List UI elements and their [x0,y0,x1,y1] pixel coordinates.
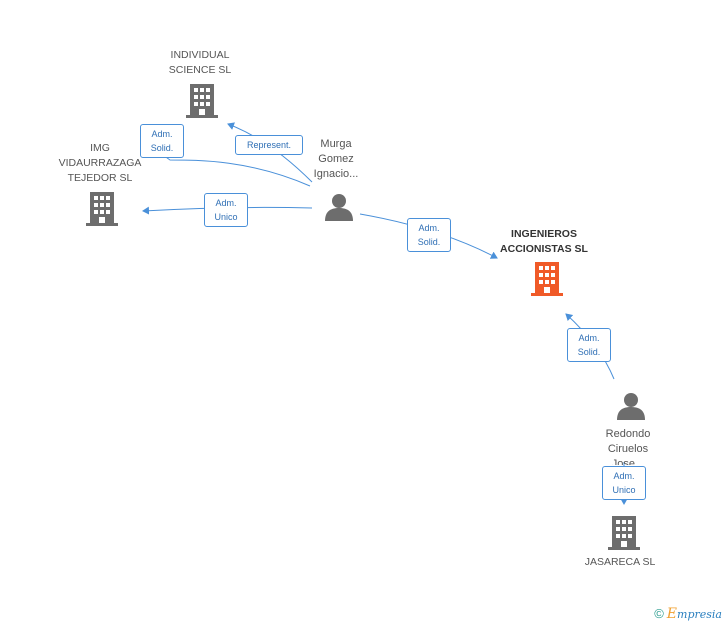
company-label-img-vidaurrazaga[interactable]: IMG VIDAURRAZAGA TEJEDOR SL [58,142,142,184]
edge-label-adm-solid-ingenieros-murga[interactable]: Adm. Solid. [407,218,451,252]
building-icon[interactable] [531,262,563,296]
edge-label-adm-solid-ingenieros-redondo[interactable]: Adm. Solid. [567,328,611,362]
person-icon[interactable] [324,193,354,221]
brand-footer[interactable]: ©Empresia [654,606,722,622]
edge-label-adm-solid-individual[interactable]: Adm. Solid. [140,124,184,158]
brand-logo-initial: E [666,606,678,622]
person-label-murga-gomez[interactable]: Murga Gomez Ignacio... [313,138,359,180]
person-label-redondo-ciruelos[interactable]: Redondo Ciruelos Jose... [605,428,651,465]
person-icon[interactable] [616,392,646,420]
company-label-ingenieros-accionistas[interactable]: INGENIEROS ACCIONISTAS SL [500,228,588,255]
company-label-jasareca[interactable]: JASARECA SL [584,556,656,568]
brand-logo-text: mpresia [677,608,722,621]
building-icon[interactable] [608,516,640,550]
building-icon[interactable] [186,84,218,118]
company-label-individual-science[interactable]: INDIVIDUAL SCIENCE SL [168,49,232,76]
building-icon[interactable] [86,192,118,226]
copyright-icon: © [654,606,664,621]
edge-label-represent[interactable]: Represent. [235,135,303,155]
edge-label-adm-unico-img[interactable]: Adm. Unico [204,193,248,227]
edge-label-adm-unico-jasareca[interactable]: Adm. Unico [602,466,646,500]
